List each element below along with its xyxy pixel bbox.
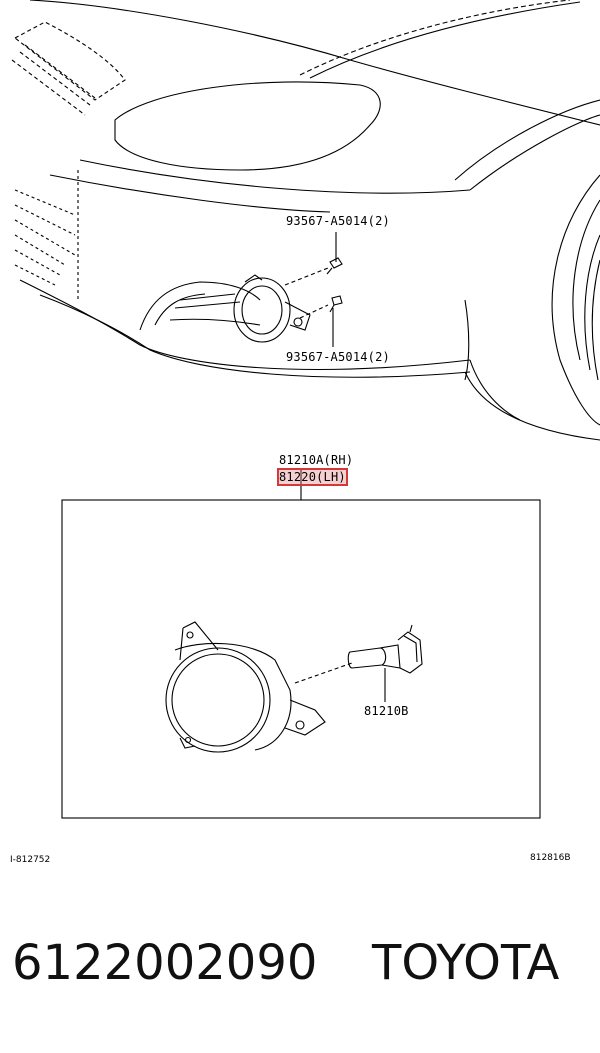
part-number: 6122002090 <box>12 935 318 991</box>
diagram-code-left: I-812752 <box>10 855 51 865</box>
bumper-illustration <box>11 0 600 441</box>
bulb-label: 81210B <box>364 704 409 718</box>
detail-box <box>61 499 541 819</box>
footer: 6122002090 TOYOTA <box>0 935 600 1015</box>
bolt-lower-label: 93567-A5014(2) <box>286 350 390 364</box>
lamp-rh-label: 81210A(RH) <box>279 453 354 467</box>
diagram-code-right: 812816B <box>530 853 571 863</box>
fog-lamp-detail <box>165 621 423 753</box>
lamp-lh-label[interactable]: 81220(LH) <box>277 468 348 486</box>
bolt-upper-label: 93567-A5014(2) <box>286 214 390 228</box>
brand-name: TOYOTA <box>372 935 560 991</box>
